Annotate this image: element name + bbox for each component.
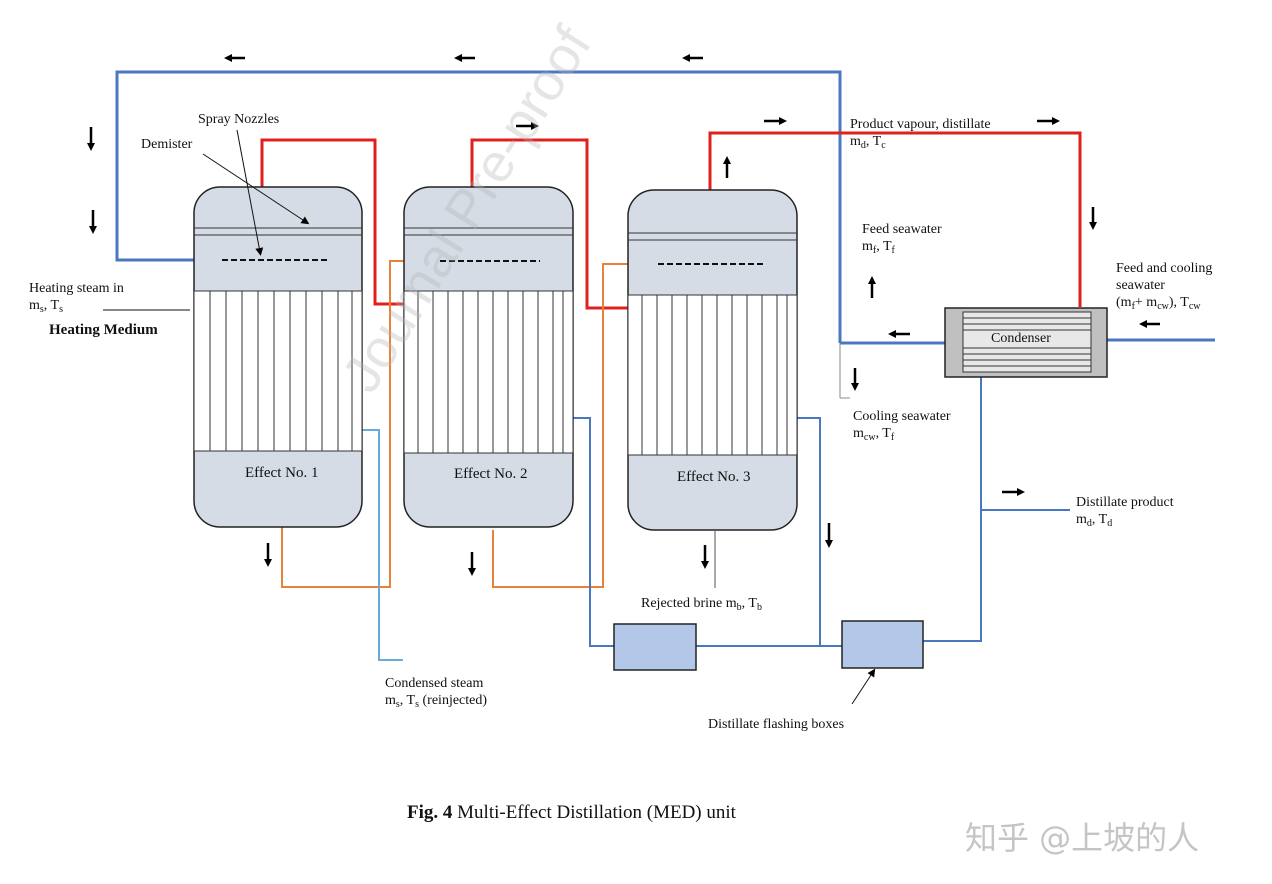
site-watermark: 知乎 @上坡的人 [965, 819, 1200, 857]
distillate-line [923, 377, 982, 642]
heating-steam-label: Heating steam in ms, Ts [29, 281, 124, 315]
product-vapour-label: Product vapour, distillate md, Tc [850, 117, 991, 151]
vapour-line-3 [708, 131, 1082, 307]
flashing-box-leader [851, 668, 876, 705]
feed-seawater-line [115, 70, 842, 343]
spray-nozzles-label: Spray Nozzles [198, 112, 280, 127]
brine-line-3 [797, 417, 821, 646]
flashing-box-2 [841, 620, 924, 669]
effect-1-vessel [193, 186, 363, 528]
effect-3-label: Effect No. 3 [677, 469, 751, 485]
flow-arrows [87, 54, 1160, 576]
vapour-line-2 [470, 138, 628, 310]
caption-figure-number: Fig. 4 [407, 802, 453, 823]
condensed-steam-label: Condensed steam ms, Ts (reinjected) [385, 676, 488, 710]
cooling-seawater-label: Cooling seawater mcw, Tf [853, 409, 951, 443]
caption-text: Multi-Effect Distillation (MED) unit [452, 802, 736, 823]
effect-2-label: Effect No. 2 [454, 466, 528, 482]
steam-return-line [362, 429, 403, 661]
heating-medium-label: Heating Medium [49, 322, 158, 338]
effect-1-label: Effect No. 1 [245, 465, 319, 481]
distillate-product-label: Distillate product md, Td [1076, 495, 1174, 529]
demister-leader [202, 153, 310, 225]
feed-cooling-label: Feed and cooling seawater (mf+ mcw), Tcw [1116, 261, 1213, 312]
flashing-boxes-label: Distillate flashing boxes [708, 717, 845, 732]
effect-3-vessel [627, 189, 798, 531]
spray-nozzle-leader [236, 129, 264, 256]
brine-line-2 [573, 417, 614, 647]
flashing-box-1 [613, 623, 697, 671]
feed-seawater-label: Feed seawater mf, Tf [862, 222, 942, 256]
rejected-brine-label: Rejected brine mb, Tb [641, 596, 762, 613]
condenser-label: Condenser [991, 331, 1051, 346]
condenser-unit [944, 307, 1108, 378]
figure-caption: Fig. 4 Multi-Effect Distillation (MED) u… [407, 802, 736, 824]
effect-2-vessel [403, 186, 574, 528]
demister-label: Demister [141, 137, 193, 152]
condensate-line-2 [492, 263, 658, 588]
vapour-line-1 [260, 138, 404, 306]
